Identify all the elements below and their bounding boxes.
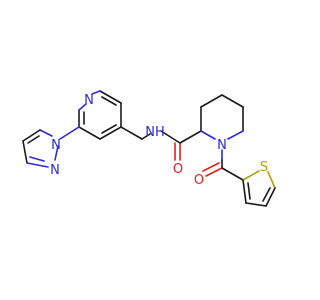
thiophene-carbonyl	[202, 149, 244, 181]
imidazole-ring	[22, 126, 80, 168]
bond	[242, 170, 260, 181]
bond	[54, 145, 59, 161]
pyridine-nitrogen-label: N	[84, 93, 94, 108]
bond	[160, 130, 181, 144]
double-bond	[262, 187, 271, 202]
amide-oxygen-label: O	[173, 162, 183, 177]
thiophene-ring	[242, 170, 276, 207]
pyridine-ring	[78, 90, 122, 140]
bond	[200, 130, 216, 140]
bond	[267, 171, 276, 189]
bond	[242, 179, 247, 204]
methylene-linker	[120, 126, 151, 140]
bond	[22, 140, 28, 164]
bond	[179, 130, 202, 144]
bond	[39, 129, 53, 137]
double-bond	[101, 96, 117, 106]
bond	[78, 103, 87, 111]
thiophene-sulfur-label: S	[260, 160, 268, 175]
bond	[120, 126, 143, 140]
ketone-oxygen-label: O	[194, 173, 204, 188]
structure-canvas: N N N NH N O O S	[22, 90, 276, 207]
bond	[221, 167, 244, 181]
bond	[78, 126, 101, 140]
bond	[91, 90, 101, 95]
double-bond	[29, 156, 45, 162]
double-bond	[202, 162, 220, 172]
bond	[22, 129, 41, 142]
bond	[26, 162, 49, 168]
bond	[265, 187, 276, 207]
bond	[200, 94, 223, 108]
amide-nh-label: NH	[145, 125, 165, 140]
piperidine-ring	[200, 94, 244, 140]
bond	[99, 126, 122, 140]
imidazole-n1-label: N	[51, 138, 61, 153]
bond	[245, 202, 267, 207]
double-bond	[27, 135, 40, 144]
piperidine-nitrogen-label: N	[217, 138, 227, 153]
double-bond	[101, 124, 117, 134]
bond	[59, 126, 80, 140]
imidazole-n3-label: N	[50, 163, 60, 178]
bond	[221, 94, 244, 108]
bond	[205, 167, 223, 177]
bond	[227, 130, 244, 140]
molecule-diagram: N N N NH N O O S	[22, 90, 276, 207]
double-bond	[247, 182, 251, 200]
bond	[141, 133, 151, 140]
bond	[99, 90, 122, 104]
amide-group	[160, 130, 202, 161]
